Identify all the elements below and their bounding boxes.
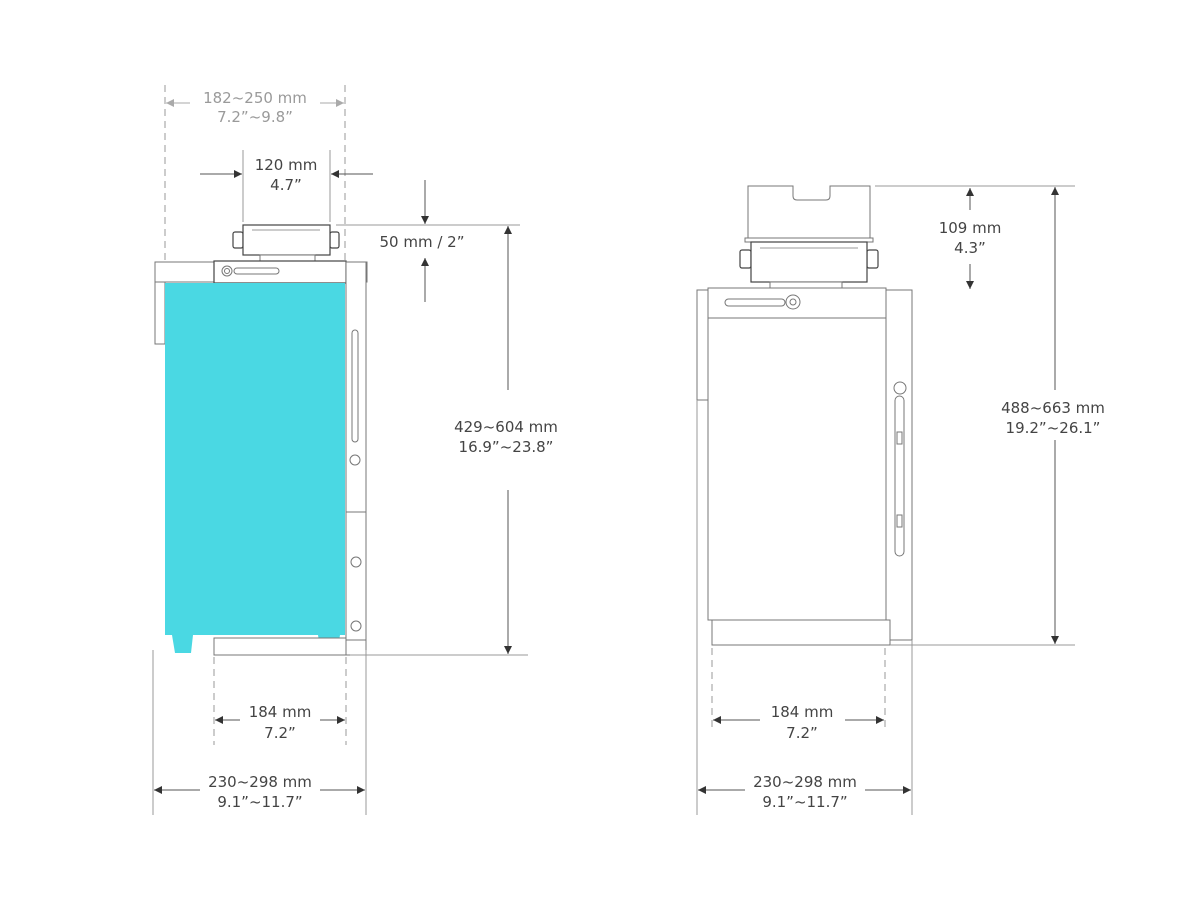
total-width-mm: 230~298 mm	[753, 773, 857, 791]
clamp-range-inch: 7.2”~9.8”	[217, 108, 293, 126]
side-rail	[345, 261, 367, 656]
clamp-range-mm: 182~250 mm	[203, 89, 307, 107]
clamp-width-mm: 120 mm	[255, 156, 318, 174]
height-range-mm: 488~663 mm	[1001, 399, 1105, 417]
top-holder	[744, 185, 874, 243]
clamp-height-label: 50 mm / 2”	[380, 233, 465, 251]
base-width-mm: 184 mm	[249, 703, 312, 721]
top-height-inch: 4.3”	[954, 239, 986, 257]
height-range-inch: 16.9”~23.8”	[459, 438, 554, 456]
top-bracket	[154, 260, 368, 345]
base-width-inch: 7.2”	[786, 724, 818, 742]
base-tray	[213, 637, 349, 656]
base-width-inch: 7.2”	[264, 724, 296, 742]
clamp	[739, 241, 879, 291]
left-view: 182~250 mm 7.2”~9.8” 120 mm 4.7”	[152, 85, 558, 815]
base-width-mm: 184 mm	[771, 703, 834, 721]
clamp	[232, 224, 340, 263]
total-width-inch: 9.1”~11.7”	[217, 793, 302, 811]
height-range-inch: 19.2”~26.1”	[1006, 419, 1101, 437]
clamp-width-inch: 4.7”	[270, 176, 302, 194]
pc-foot	[172, 635, 193, 653]
frame-outline	[707, 317, 887, 621]
height-range-mm: 429~604 mm	[454, 418, 558, 436]
base-tray	[711, 619, 891, 646]
side-rail	[885, 289, 913, 641]
right-view: 109 mm 4.3” 488~663 mm 19.2”~26.1” 184 m…	[696, 185, 1105, 815]
total-width-mm: 230~298 mm	[208, 773, 312, 791]
top-bracket	[696, 287, 887, 401]
total-width-inch: 9.1”~11.7”	[762, 793, 847, 811]
pc-body	[165, 283, 345, 635]
top-height-mm: 109 mm	[939, 219, 1002, 237]
